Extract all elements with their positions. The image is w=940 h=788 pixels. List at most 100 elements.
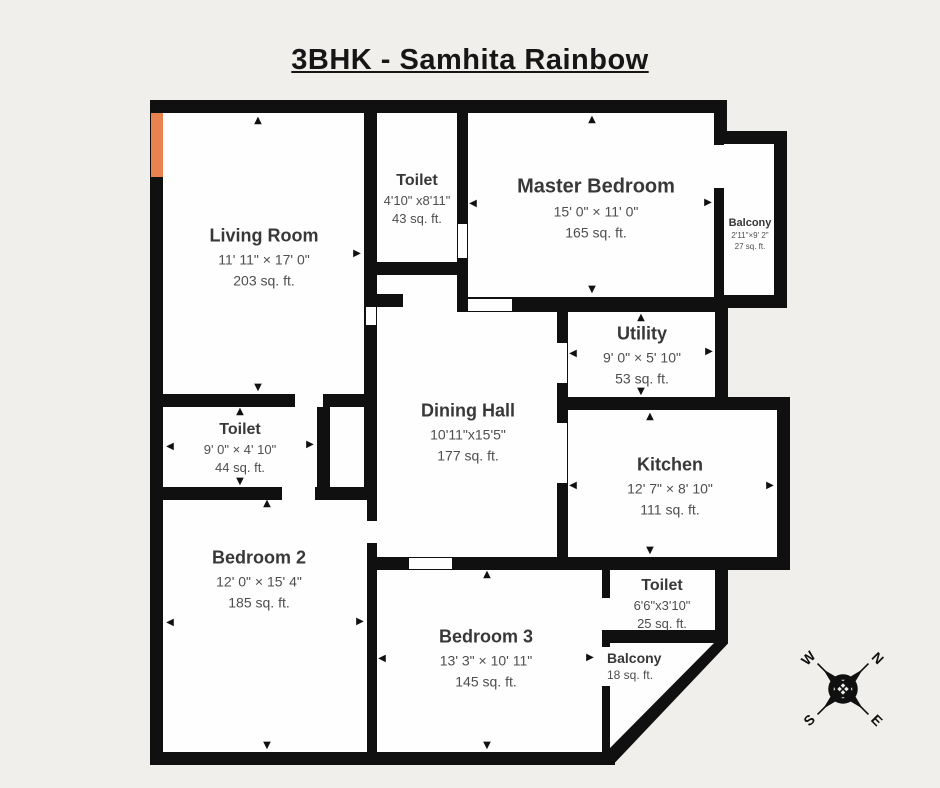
room-label-toilet-top: Toilet 4'10" x8'11" 43 sq. ft.	[384, 172, 451, 226]
room-area: 185 sq. ft.	[228, 594, 290, 611]
door-opening-master-balcony	[713, 145, 724, 188]
dimension-arrow-up-icon: ▲	[588, 114, 596, 125]
room-dimension: 6'6"x3'10"	[633, 598, 691, 613]
room-name: Toilet	[396, 172, 438, 189]
room-floor-utility	[568, 312, 715, 397]
dimension-arrow-left-icon: ◀	[569, 348, 577, 359]
room-floor-kitchen	[568, 410, 777, 557]
room-floor-master	[468, 113, 714, 297]
room-area: 25 sq. ft.	[637, 616, 687, 631]
room-area: 177 sq. ft.	[437, 447, 499, 464]
wall-stub-dining-top	[377, 294, 403, 307]
room-name: Bedroom 3	[438, 626, 534, 647]
room-dimension: 15' 0" × 11' 0"	[553, 203, 639, 220]
room-dimension: 11' 11" × 17' 0"	[218, 251, 310, 268]
compass-east-label: E	[868, 711, 886, 729]
dimension-arrow-right-icon: ▶	[586, 652, 594, 663]
room-label-bedroom-2: Bedroom 2 12' 0" × 15' 4" 185 sq. ft.	[212, 548, 306, 611]
room-floor-toilet-bottom	[610, 570, 715, 630]
dimension-arrow-up-icon: ▲	[637, 312, 645, 323]
room-label-dining-hall: Dining Hall 10'11"x15'5" 177 sq. ft.	[421, 401, 515, 464]
dimension-arrow-right-icon: ▶	[306, 439, 314, 450]
dimension-arrow-right-icon: ▶	[705, 346, 713, 357]
dimension-arrow-right-icon: ▶	[353, 248, 361, 259]
room-floor-living	[163, 113, 364, 394]
dimension-arrow-up-icon: ▲	[254, 115, 262, 126]
room-floor-toilet-top	[377, 113, 457, 262]
room-label-balcony-right: Balcony 2'11"×9' 2" 27 sq. ft.	[729, 217, 772, 251]
room-floor-bedroom3	[377, 570, 602, 752]
room-name: Utility	[616, 323, 668, 344]
room-area: 111 sq. ft.	[640, 501, 700, 518]
room-area: 145 sq. ft.	[455, 673, 517, 690]
door-opening-living-bottom	[295, 394, 323, 407]
dimension-arrow-right-icon: ▶	[356, 616, 364, 627]
room-label-balcony-bottom: Balcony 18 sq. ft.	[607, 650, 661, 682]
room-area: 27 sq. ft.	[734, 242, 766, 251]
room-dimension: 13' 3" × 10' 11"	[439, 652, 533, 669]
dimension-arrow-left-icon: ◀	[569, 480, 577, 491]
room-name: Kitchen	[636, 454, 703, 475]
room-dimension: 4'10" x8'11"	[383, 193, 451, 208]
door-opening-balcony-bottom	[600, 647, 612, 686]
room-label-toilet-left: Toilet 9' 0" × 4' 10" 44 sq. ft.	[204, 421, 276, 475]
room-floor-dining-upper	[377, 275, 457, 557]
room-area: 18 sq. ft.	[607, 668, 654, 682]
dimension-arrow-right-icon: ▶	[766, 480, 774, 491]
room-floor-toilet-left	[163, 407, 317, 487]
room-floor-balcony-right	[724, 144, 774, 295]
room-dimension: 9' 0" × 5' 10"	[603, 349, 681, 366]
dimension-arrow-down-icon: ▼	[646, 545, 654, 556]
room-area: 43 sq. ft.	[392, 211, 442, 226]
door-opening-bedroom2	[366, 521, 378, 543]
dimension-arrow-right-icon: ▶	[704, 197, 712, 208]
room-name: Toilet	[219, 421, 261, 438]
room-floor-bedroom2	[163, 500, 367, 752]
dimension-arrow-left-icon: ◀	[469, 198, 477, 209]
room-label-toilet-bottom: Toilet 6'6"x3'10" 25 sq. ft.	[634, 577, 691, 631]
door-opening-bedroom3	[409, 558, 452, 569]
room-dimension: 12' 0" × 15' 4"	[216, 573, 302, 590]
dimension-arrow-down-icon: ▼	[588, 284, 596, 295]
door-opening-toilet-bottom	[600, 598, 612, 630]
door-opening-utility	[557, 343, 567, 383]
door-opening-kitchen	[557, 423, 567, 483]
room-dimension: 12' 7" × 8' 10"	[627, 480, 713, 497]
compass-south-label: S	[800, 711, 818, 729]
room-label-kitchen: Kitchen 12' 7" × 8' 10" 111 sq. ft.	[627, 455, 713, 518]
room-name: Balcony	[607, 650, 662, 666]
dimension-arrow-left-icon: ◀	[378, 653, 386, 664]
door-opening-living-right	[366, 307, 376, 325]
dimension-arrow-left-icon: ◀	[154, 248, 162, 259]
room-dimension: 10'11"x15'5"	[430, 426, 506, 443]
room-name: Toilet	[641, 577, 683, 594]
dimension-arrow-down-icon: ▼	[637, 386, 645, 397]
door-opening-toilet-left	[282, 487, 315, 500]
compass-rose-icon: W N S E	[798, 647, 887, 729]
room-label-utility: Utility 9' 0" × 5' 10" 53 sq. ft.	[603, 324, 681, 387]
dimension-arrow-up-icon: ▲	[483, 569, 491, 580]
room-name: Living Room	[209, 225, 319, 246]
dimension-arrow-left-icon: ◀	[166, 441, 174, 452]
room-label-master-bedroom: Master Bedroom 15' 0" × 11' 0" 165 sq. f…	[517, 176, 675, 241]
room-name: Dining Hall	[421, 400, 515, 421]
dimension-arrow-up-icon: ▲	[263, 498, 271, 509]
room-floor-corridor	[330, 407, 364, 487]
dimension-arrow-down-icon: ▼	[483, 740, 491, 751]
room-floor-dining-main	[455, 312, 557, 557]
dimension-arrow-up-icon: ▲	[646, 411, 654, 422]
room-area: 165 sq. ft.	[565, 224, 627, 241]
room-name: Master Bedroom	[517, 175, 675, 198]
dimension-arrow-up-icon: ▲	[236, 406, 244, 417]
dimension-arrow-down-icon: ▼	[254, 382, 262, 393]
room-label-living-room: Living Room 11' 11" × 17' 0" 203 sq. ft.	[210, 226, 319, 289]
room-label-bedroom-3: Bedroom 3 13' 3" × 10' 11" 145 sq. ft.	[439, 627, 533, 690]
room-area: 53 sq. ft.	[615, 370, 669, 387]
room-area: 44 sq. ft.	[215, 460, 265, 475]
door-opening-master	[468, 299, 512, 311]
dimension-arrow-down-icon: ▼	[263, 740, 271, 751]
room-name: Balcony	[728, 217, 772, 229]
room-dimension: 9' 0" × 4' 10"	[203, 442, 277, 457]
room-dimension: 2'11"×9' 2"	[731, 231, 769, 240]
door-opening-toilet-top	[458, 224, 467, 258]
